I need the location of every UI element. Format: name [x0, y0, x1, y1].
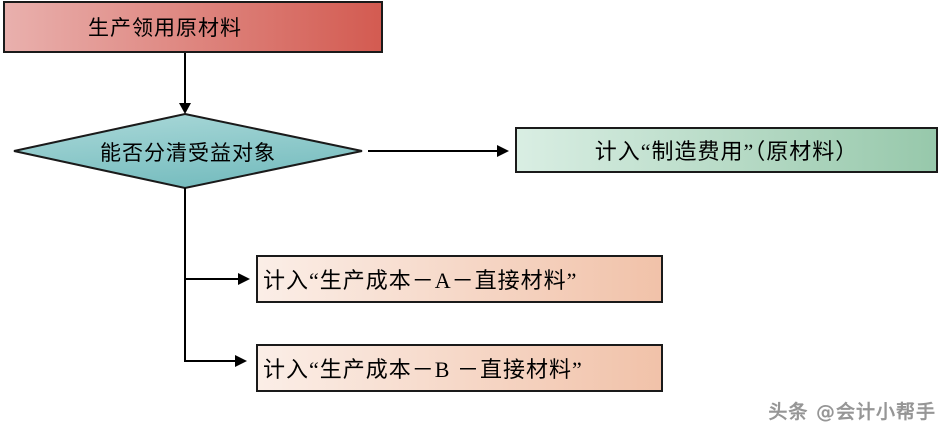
- node-manufacturing-overhead: 计入“制造费用”（原材料）: [515, 127, 938, 173]
- arrowhead-right-icon: [235, 355, 247, 367]
- node-production-cost-b-label: 计入“生产成本－B －直接材料”: [263, 357, 583, 382]
- node-start-label: 生产领用原材料: [88, 16, 242, 40]
- arrowhead-right-icon: [238, 273, 250, 285]
- node-production-cost-b: 计入“生产成本－B －直接材料”: [256, 344, 663, 392]
- node-production-cost-a-label: 计入“生产成本－A－直接材料”: [263, 268, 578, 293]
- watermark-text: 头条 @会计小帮手: [768, 401, 936, 423]
- node-production-cost-a: 计入“生产成本－A－直接材料”: [256, 255, 663, 303]
- node-manufacturing-overhead-label: 计入“制造费用”（原材料）: [594, 139, 859, 164]
- arrowhead-down-icon: [179, 103, 191, 114]
- node-decision-label: 能否分清受益对象: [100, 140, 276, 165]
- arrowhead-right-icon: [497, 145, 509, 157]
- node-start: 生产领用原材料: [3, 1, 383, 53]
